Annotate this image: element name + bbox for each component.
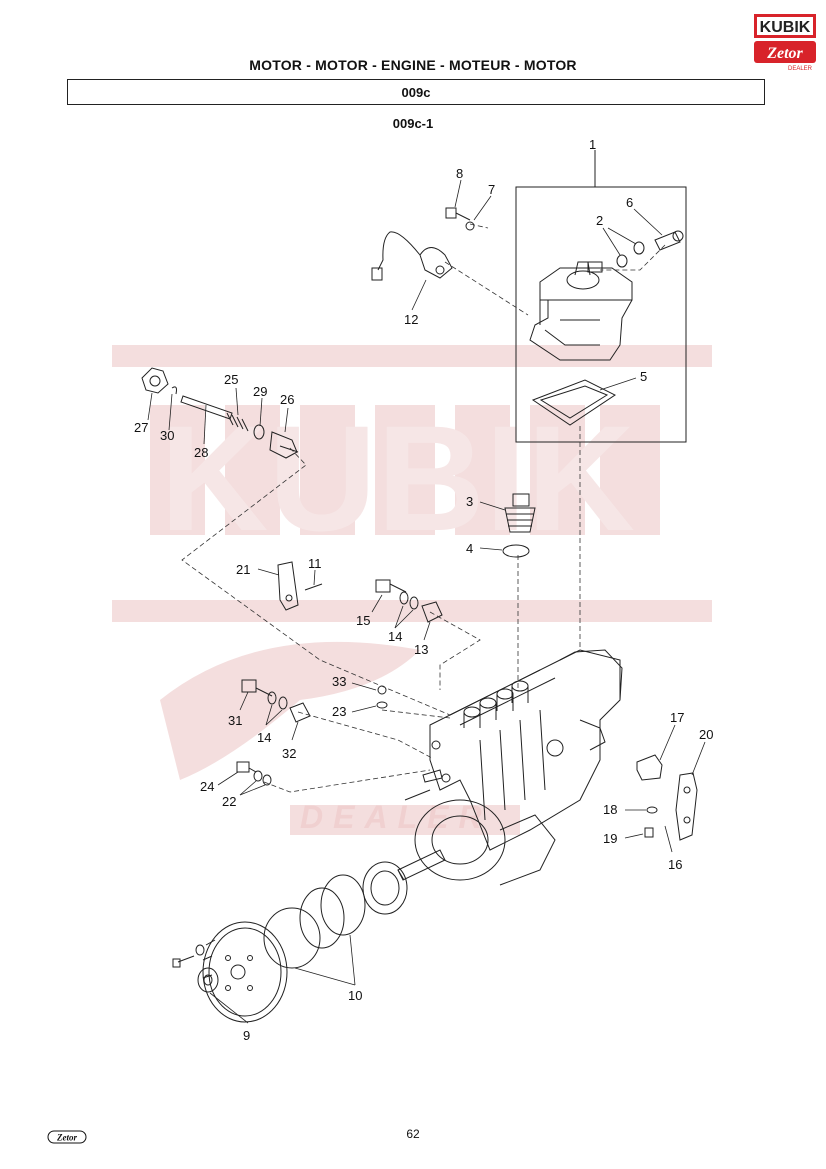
part-11-pin [304,583,323,591]
callout-19: 19 [603,831,617,846]
callout-12: 12 [404,312,418,327]
callout-5: 5 [640,369,647,384]
callout-15: 15 [356,613,370,628]
part-23-washer [376,701,388,709]
callout-33: 33 [332,674,346,689]
callout-21: 21 [236,562,250,577]
subsection-code: 009c-1 [392,116,434,131]
part-12-stop-solenoid [371,231,453,281]
callout-26: 26 [280,392,294,407]
callout-14-upper: 14 [388,629,402,644]
part-22-seal-rings [253,770,272,786]
callout-3: 3 [466,494,473,509]
part-1-inset-box [515,186,687,443]
part-19-screw [644,827,654,838]
part-28-shaft [180,395,233,420]
part-13-union [421,601,443,623]
part-29-o-ring [253,424,265,440]
injection-pump-body [404,649,623,886]
zetor-footer-logo: Zetor [47,1130,87,1144]
part-25-spring [226,412,249,432]
part-9-drive-gear [202,921,288,1023]
part-4-seal-ring [502,544,530,558]
callout-27: 27 [134,420,148,435]
kubik-zetor-logo: KUBIK Zetor DEALER [754,14,816,72]
part-18-washer [646,806,658,814]
part-3-valve [504,493,536,533]
part-9-nut-washer [197,967,219,993]
footer-brand-text: Zetor [56,1133,77,1143]
part-17-bracket [636,754,663,781]
logo-zetor-text: Zetor [766,45,803,62]
callout-25: 25 [224,372,238,387]
callout-20: 20 [699,727,713,742]
part-32-union [289,702,311,723]
callout-14-lower: 14 [257,730,271,745]
callout-6: 6 [626,195,633,210]
part-6-banjo-bolt [654,230,684,251]
callout-10: 10 [348,988,362,1003]
callout-30: 30 [160,428,174,443]
callout-17: 17 [670,710,684,725]
part-5-gasket [531,379,616,426]
part-27-cap-nut [141,367,169,394]
part-31-banjo-bolt [241,679,273,697]
callout-8: 8 [456,166,463,181]
callout-9: 9 [243,1028,250,1043]
callout-28: 28 [194,445,208,460]
callout-1: 1 [589,137,596,152]
callout-22: 22 [222,794,236,809]
part-26-adjusting-screw [269,431,299,459]
callout-2: 2 [596,213,603,228]
callout-23: 23 [332,704,346,719]
gear-bolts [172,944,205,968]
part-10-o-ring-small [320,874,366,936]
callout-7: 7 [488,182,495,197]
part-14-upper-seal-rings [399,591,419,610]
section-code: 009c [401,84,431,100]
part-1-governor-cover [529,261,633,361]
part-14-lower-seal-rings [267,691,288,710]
page-title: MOTOR - MOTOR - ENGINE - MOTEUR - MOTOR [249,57,577,73]
callout-4: 4 [466,541,473,556]
part-10-o-ring-medium [299,887,345,949]
part-2-seal-rings [616,241,645,268]
part-21-lever [277,561,299,611]
callout-29: 29 [253,384,267,399]
part-7-washer [465,221,475,231]
part-24-bolt [236,761,257,773]
part-20-lever [675,772,698,841]
callout-32: 32 [282,746,296,761]
callout-16: 16 [668,857,682,872]
coupling-ring [362,861,408,915]
part-30-clip [171,386,177,395]
part-10-o-ring-large [263,907,321,969]
pump-drive-shaft [397,849,446,881]
part-15-banjo-bolt [375,579,407,593]
part-8-screw [445,207,471,221]
logo-dealer-text: DEALER [788,66,813,72]
callout-24: 24 [200,779,214,794]
section-code-box: 009c [67,79,765,105]
callout-31: 31 [228,713,242,728]
callout-13: 13 [414,642,428,657]
callout-11: 11 [308,556,322,571]
callout-18: 18 [603,802,617,817]
logo-kubik-text: KUBIK [760,19,811,36]
page-number: 62 [406,1127,420,1141]
